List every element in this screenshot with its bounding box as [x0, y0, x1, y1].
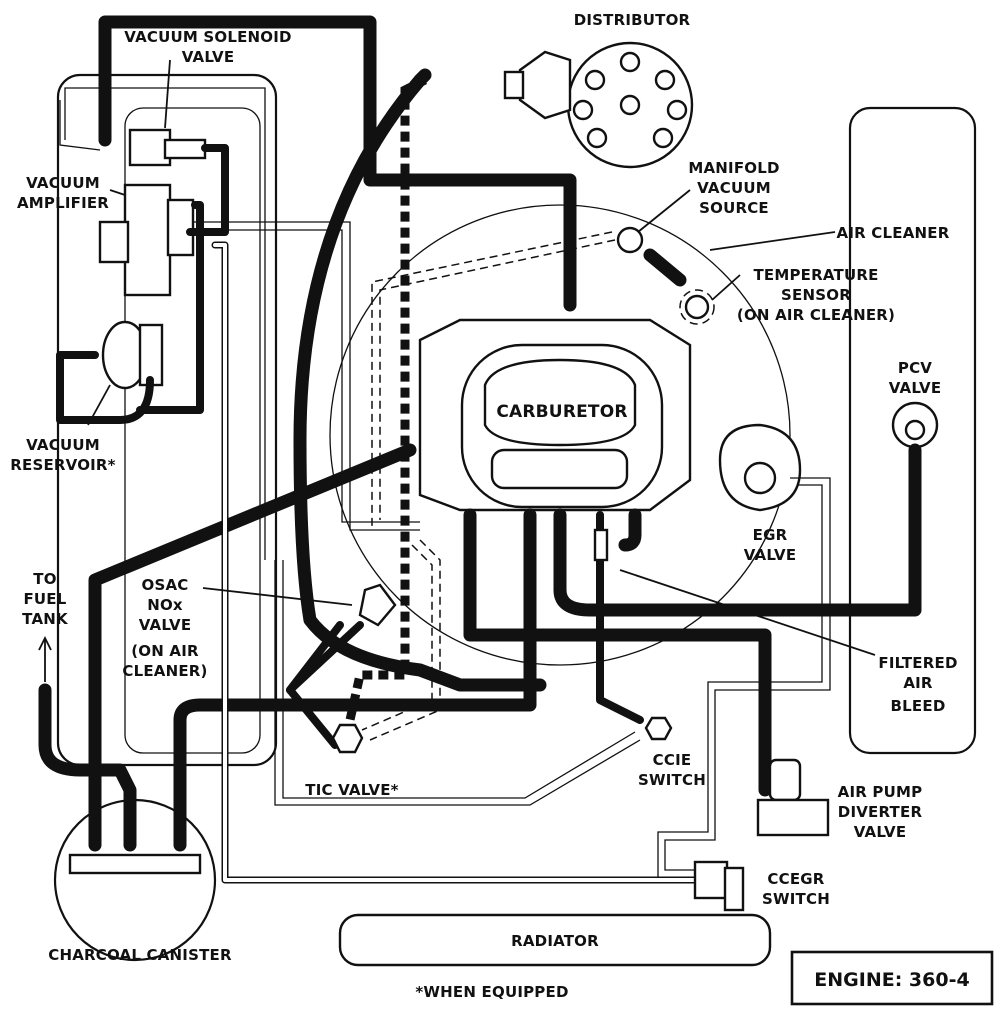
hose-reservoir — [56, 351, 154, 424]
filtered-air-bleed-shape — [593, 528, 609, 562]
engine-box — [790, 950, 994, 1006]
label-egr-valve-2: VALVE — [744, 546, 797, 564]
label-vacuum-reservoir-1: VACUUM — [26, 436, 100, 454]
ccie-switch-shape — [644, 716, 673, 741]
label-charcoal-canister: CHARCOAL CANISTER — [48, 946, 232, 964]
label-ccie-switch-2: SWITCH — [638, 771, 706, 789]
label-egr-valve-1: EGR — [753, 526, 788, 544]
label-osac-3: VALVE — [139, 616, 192, 634]
label-osac-4: (ON AIR — [131, 642, 199, 660]
label-vacuum-amplifier-2: AMPLIFIER — [17, 194, 109, 212]
label-tic-valve: TIC VALVE* — [305, 781, 398, 799]
label-filtered-air-bleed-2: AIR — [903, 674, 933, 692]
label-to-fuel-tank-3: TANK — [22, 610, 69, 628]
label-to-fuel-tank-2: FUEL — [23, 590, 66, 608]
carburetor-shape — [418, 318, 692, 512]
label-manifold-vacuum-source-1: MANIFOLD — [688, 159, 779, 177]
distributor-shape — [503, 41, 694, 169]
label-air-cleaner: AIR CLEANER — [837, 224, 950, 242]
label-manifold-vacuum-source-2: VACUUM — [697, 179, 771, 197]
label-filtered-air-bleed-1: FILTERED — [878, 654, 957, 672]
thin-hose-ccie — [274, 560, 641, 806]
label-temperature-sensor-3: (ON AIR CLEANER) — [737, 306, 895, 324]
label-manifold-vacuum-source-3: SOURCE — [699, 199, 769, 217]
solenoid-tube — [163, 138, 207, 160]
label-temperature-sensor-1: TEMPERATURE — [753, 266, 878, 284]
vacuum-amplifier-shape — [98, 183, 195, 297]
label-ccie-switch-1: CCIE — [653, 751, 692, 769]
vacuum-reservoir-shape — [101, 320, 164, 390]
label-pcv-valve-1: PCV — [898, 359, 932, 377]
label-ccegr-switch-2: SWITCH — [762, 890, 830, 908]
label-air-pump-2: DIVERTER — [838, 803, 923, 821]
label-vacuum-reservoir-2: RESERVOIR* — [10, 456, 115, 474]
label-vacuum-solenoid-valve-2: VALVE — [182, 48, 235, 66]
label-vacuum-solenoid-valve-1: VACUUM SOLENOID — [124, 28, 291, 46]
label-temperature-sensor-2: SENSOR — [781, 286, 851, 304]
label-ccegr-switch-1: CCEGR — [767, 870, 824, 888]
label-osac-2: NOx — [147, 596, 183, 614]
label-pcv-valve-2: VALVE — [889, 379, 942, 397]
label-radiator: RADIATOR — [511, 932, 599, 950]
left-inner-outline — [124, 107, 261, 754]
thin-hose-b — [193, 221, 420, 531]
thin-hose-a — [64, 87, 266, 560]
label-air-pump-3: VALVE — [854, 823, 907, 841]
dashed-hose-1 — [379, 239, 616, 520]
label-osac-1: OSAC — [142, 576, 189, 594]
label-filtered-air-bleed-3: BLEED — [891, 697, 946, 715]
ccegr-switch-shape — [693, 860, 745, 912]
osac-valve-shape — [358, 583, 397, 627]
label-engine: ENGINE: 360-4 — [814, 969, 969, 991]
right-panel-outline — [848, 106, 977, 755]
hose-ccie — [596, 511, 644, 724]
label-carburetor: CARBURETOR — [496, 402, 627, 422]
label-vacuum-amplifier-1: VACUUM — [26, 174, 100, 192]
label-distributor: DISTRIBUTOR — [574, 11, 691, 29]
hose-solenoid — [186, 144, 229, 236]
label-osac-5: CLEANER) — [122, 662, 207, 680]
hose-pcv — [553, 443, 922, 617]
label-when-equipped: *WHEN EQUIPPED — [415, 983, 568, 1001]
thin-hose-egr — [664, 477, 831, 871]
label-to-fuel-tank-1: TO — [33, 570, 56, 588]
canister-cap — [68, 853, 202, 875]
tic-valve-shape — [331, 723, 364, 754]
manifold-vacuum-fitting — [616, 226, 644, 254]
air-cleaner-outline — [329, 204, 791, 666]
air-pump-diverter-valve-shape — [756, 758, 830, 837]
hose-distributor-manifold — [98, 15, 577, 312]
radiator-shape — [338, 913, 772, 967]
temperature-sensor-shape — [684, 294, 710, 320]
pcv-valve-shape — [891, 401, 939, 449]
hose-air-pump — [463, 508, 772, 797]
egr-valve-shape — [718, 423, 802, 512]
hose-fuel-tank — [38, 683, 137, 852]
hose-air-cleaner-loop — [293, 68, 547, 692]
label-air-pump-1: AIR PUMP — [838, 783, 923, 801]
